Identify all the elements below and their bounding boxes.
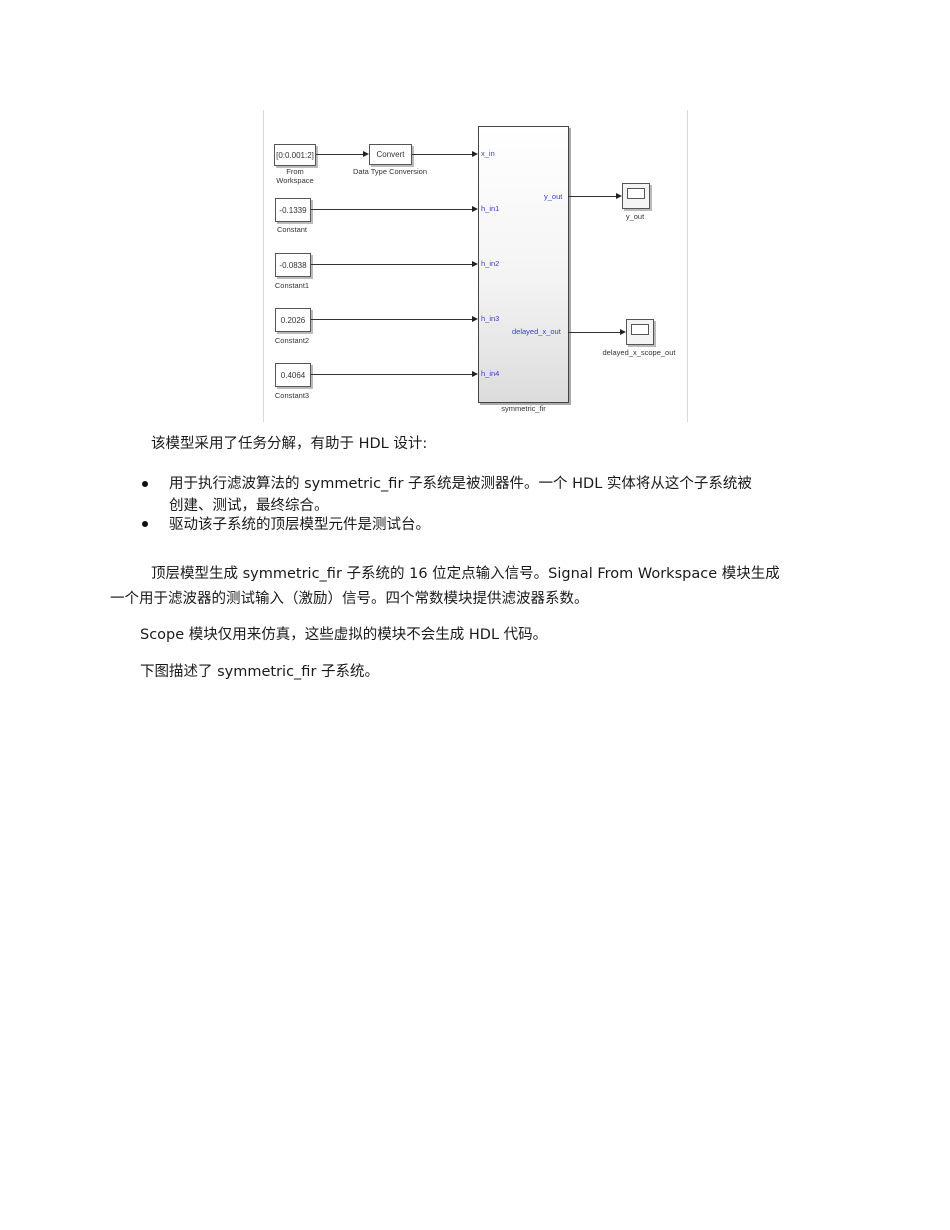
delayed-x-scope[interactable] [626, 319, 654, 345]
wire [568, 332, 620, 333]
y-out-scope-label: y_out [625, 212, 645, 221]
arrow-icon [472, 206, 478, 212]
inport-h-in4: h_in4 [481, 369, 500, 378]
wire [412, 154, 472, 155]
wire [311, 319, 472, 320]
symmetric-fir-subsystem[interactable] [478, 126, 569, 403]
constant3-block[interactable]: 0.4064 [275, 363, 311, 387]
y-out-scope[interactable] [622, 183, 650, 209]
constant3-label: Constant3 [274, 391, 310, 400]
from-workspace-label: From Workspace [276, 167, 314, 185]
wire [568, 196, 616, 197]
para1-line1: 顶层模型生成 symmetric_fir 子系统的 16 位定点输入信号。Sig… [151, 566, 780, 582]
convert-block[interactable]: Convert [369, 144, 412, 165]
constant-label: Constant [276, 225, 308, 234]
subsystem-label: symmetric_fir [501, 404, 546, 413]
arrow-icon [472, 316, 478, 322]
constant2-label: Constant2 [274, 336, 310, 345]
from-workspace-value: [0:0.001:2] [276, 150, 314, 160]
bullet-icon [142, 521, 148, 527]
intro-text: 该模型采用了任务分解，有助于 HDL 设计: [151, 436, 428, 452]
constant-value: -0.0838 [279, 260, 307, 270]
para3: 下图描述了 symmetric_fir 子系统。 [140, 664, 380, 680]
constant-value: -0.1339 [279, 205, 307, 215]
arrow-icon [363, 151, 369, 157]
arrow-icon [620, 329, 626, 335]
inport-h-in1: h_in1 [481, 204, 500, 213]
outport-delayed-x-out: delayed_x_out [512, 327, 561, 336]
para1-line2: 一个用于滤波器的测试输入（激励）信号。四个常数模块提供滤波器系数。 [110, 591, 589, 607]
bullet-1-line1: 用于执行滤波算法的 symmetric_fir 子系统是被测器件。一个 HDL … [169, 476, 752, 492]
convert-label: Data Type Conversion [352, 167, 428, 176]
bullet-1-line2: 创建、测试，最终综合。 [169, 498, 329, 514]
outport-y-out: y_out [544, 192, 563, 201]
from-workspace-block[interactable]: [0:0.001:2] [274, 144, 316, 166]
arrow-icon [472, 371, 478, 377]
constant-value: 0.4064 [280, 370, 306, 380]
para2: Scope 模块仅用来仿真，这些虚拟的模块不会生成 HDL 代码。 [140, 627, 548, 643]
arrow-icon [472, 151, 478, 157]
bullet-icon [142, 481, 148, 487]
wire [311, 209, 472, 210]
arrow-icon [472, 261, 478, 267]
constant1-block[interactable]: -0.0838 [275, 253, 311, 277]
inport-h-in2: h_in2 [481, 259, 500, 268]
wire [316, 154, 363, 155]
diagram-frame [263, 110, 688, 422]
wire [311, 264, 472, 265]
constant2-block[interactable]: 0.2026 [275, 308, 311, 332]
wire [311, 374, 472, 375]
bullet-2-line1: 驱动该子系统的顶层模型元件是测试台。 [169, 517, 430, 533]
scope-icon [627, 188, 645, 199]
scope-icon [631, 324, 649, 335]
constant-value: 0.2026 [280, 315, 306, 325]
convert-value: Convert [376, 150, 405, 159]
inport-x-in: x_in [481, 149, 495, 158]
arrow-icon [616, 193, 622, 199]
constant1-label: Constant1 [274, 281, 310, 290]
inport-h-in3: h_in3 [481, 314, 500, 323]
delayed-x-scope-label: delayed_x_scope_out [602, 348, 676, 357]
constant-block[interactable]: -0.1339 [275, 198, 311, 222]
